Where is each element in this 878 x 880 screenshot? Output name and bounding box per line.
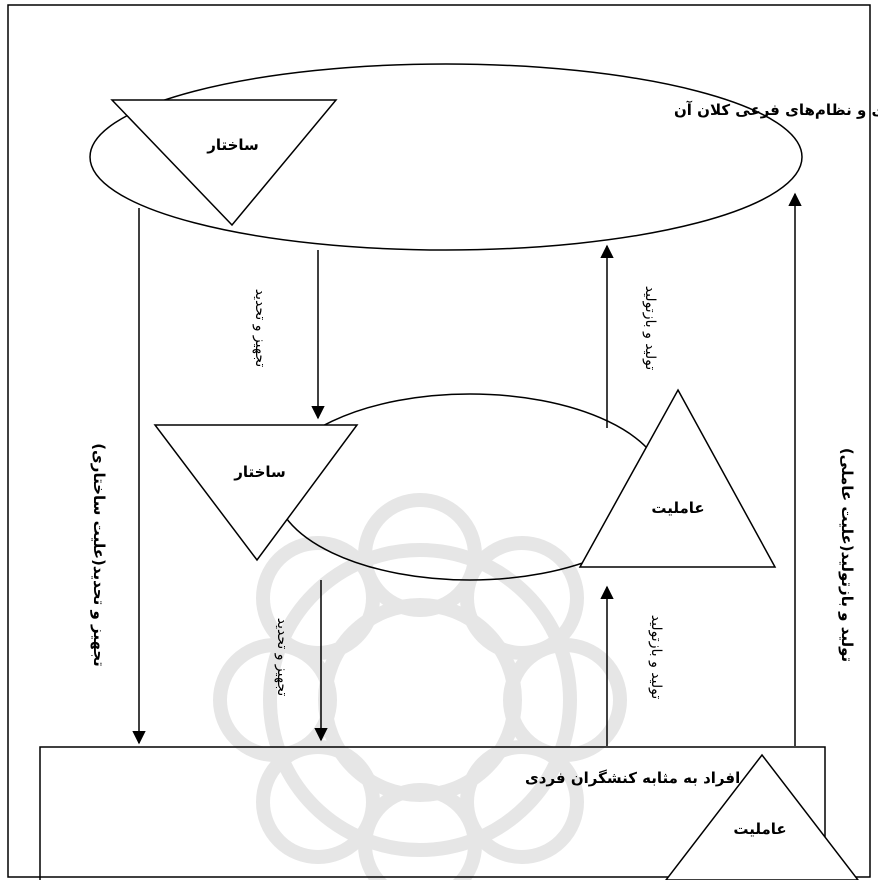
bottom-agency-label: عاملیت xyxy=(733,820,786,838)
top-system-ellipse xyxy=(89,63,803,251)
top-system-title: نظام جامعه‌ای و نظام‌های فرعی کلان آن xyxy=(674,101,878,119)
bottom-actors-title: افراد به مثابه کنشگران فردی xyxy=(525,769,740,787)
outer-frame xyxy=(7,4,871,878)
label-left-long: تجهیز و تحدید(علیت ساختاری) xyxy=(90,443,108,667)
middle-structure-triangle xyxy=(153,424,359,562)
label-right-long: تولید و بازتولید(علیت عاملی) xyxy=(838,448,856,662)
label-middle-to-bottom: تجهیز و تحدید xyxy=(274,618,290,697)
label-middle-to-top: تولید و بازتولید xyxy=(642,286,658,371)
label-top-to-middle: تجهیز و تحدید xyxy=(252,289,268,368)
top-structure-triangle xyxy=(110,99,338,227)
bottom-agency-triangle xyxy=(665,753,859,880)
bottom-actors-box xyxy=(39,746,826,880)
middle-agency-label: عاملیت xyxy=(651,499,704,517)
label-bottom-to-middle: تولید و بازتولید xyxy=(648,615,664,700)
middle-structure-label: ساختار xyxy=(233,463,286,481)
top-structure-label: ساختار xyxy=(206,136,259,154)
middle-agency-triangle xyxy=(578,388,777,568)
